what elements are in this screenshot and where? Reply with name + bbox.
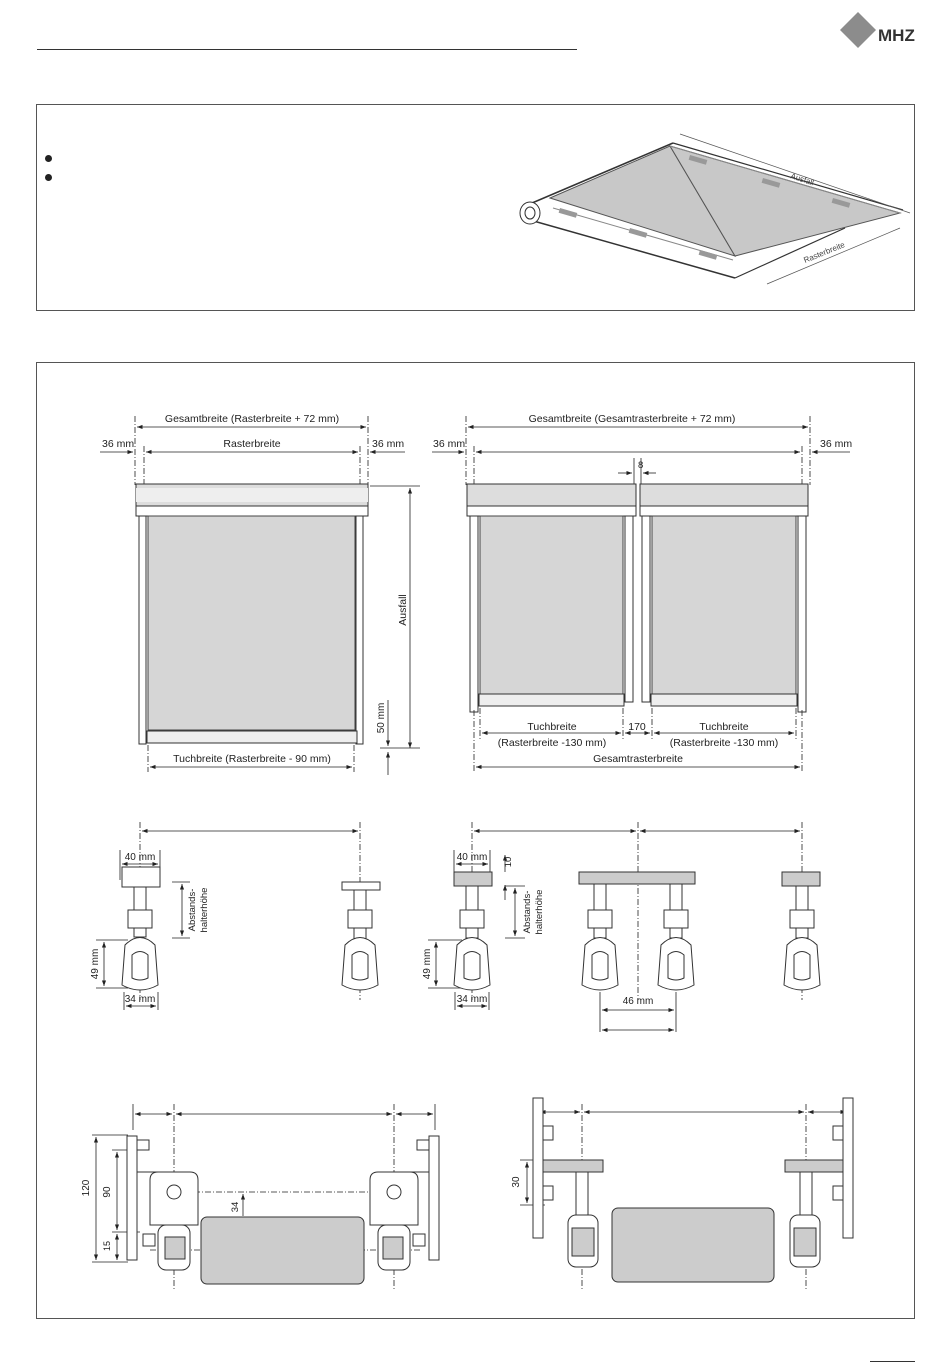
br-d30-label: 30	[511, 1176, 522, 1188]
double-tuch-left-label: Tuchbreite	[527, 721, 576, 733]
br-w34-label: 34 mm	[457, 994, 488, 1005]
bracket-right-3	[781, 871, 821, 991]
bl-w34-label: 34 mm	[125, 994, 156, 1005]
perspective-drawing: Ausfall Rasterbreite	[519, 133, 911, 285]
double-tuch-left-sub: (Rasterbreite -130 mm)	[498, 737, 607, 749]
br-w46-label: 46 mm	[623, 996, 654, 1007]
wall-mount-left	[126, 1135, 199, 1271]
technical-drawings: Gesamtbreite (Rasterbreite + 72 mm) 36 m…	[81, 413, 854, 1290]
single-gesamtbreite-label: Gesamtbreite (Rasterbreite + 72 mm)	[165, 413, 339, 425]
single-side-right-label: 36 mm	[372, 438, 404, 450]
double-tuch-right-sub: (Rasterbreite -130 mm)	[670, 737, 779, 749]
br-w40-label: 40 mm	[457, 852, 488, 863]
single-ausfall-label: Ausfall	[397, 594, 409, 626]
br-h10-label: 10	[503, 857, 514, 868]
bl-h49-label: 49 mm	[90, 949, 101, 980]
wall-mount-right	[369, 1135, 440, 1271]
single-tuchbreite-label: Tuchbreite (Rasterbreite - 90 mm)	[173, 753, 331, 765]
bl-d34-label: 34	[230, 1202, 241, 1213]
bullet-2	[45, 174, 52, 181]
bracket-right-coupler	[578, 871, 696, 991]
br-abstand1: Abstands-	[522, 891, 533, 934]
bracket-left-2	[341, 881, 381, 991]
double-tuch-right-label: Tuchbreite	[699, 721, 748, 733]
ceiling-mount-right	[784, 1097, 854, 1268]
footer-rule	[870, 1361, 915, 1362]
bracket-right-1	[453, 871, 493, 991]
br-h49-label: 49 mm	[422, 949, 433, 980]
bracket-left-1	[121, 866, 161, 991]
roller-tube-left	[200, 1216, 365, 1285]
header-rule	[37, 49, 577, 50]
bl-abstand2: halterhöhe	[199, 888, 210, 933]
bl-d15-label: 15	[102, 1241, 112, 1251]
bl-d90-label: 90	[102, 1186, 113, 1198]
single-50mm-label: 50 mm	[376, 703, 387, 734]
bl-abstand1: Abstands-	[187, 889, 198, 932]
bl-w40-label: 40 mm	[125, 852, 156, 863]
ceiling-mount-left	[532, 1097, 604, 1268]
double-mid-label: 170	[628, 721, 646, 733]
double-gesamtraster-label: Gesamtrasterbreite	[593, 753, 683, 765]
roller-tube-right	[611, 1207, 775, 1283]
double-side-right-label: 36 mm	[820, 438, 852, 450]
bullet-1	[45, 155, 52, 162]
logo-text: MHZ	[878, 26, 915, 45]
double-gesamtbreite-label: Gesamtbreite (Gesamtrasterbreite + 72 mm…	[529, 413, 736, 425]
bl-d120-label: 120	[81, 1179, 92, 1196]
single-rasterbreite-label: Rasterbreite	[223, 438, 280, 450]
double-side-left-label: 36 mm	[433, 438, 465, 450]
single-side-left-label: 36 mm	[102, 438, 134, 450]
double-gap-label: 8	[638, 460, 643, 471]
mhz-logo: MHZ	[840, 12, 915, 48]
br-abstand2: halterhöhe	[534, 890, 545, 935]
